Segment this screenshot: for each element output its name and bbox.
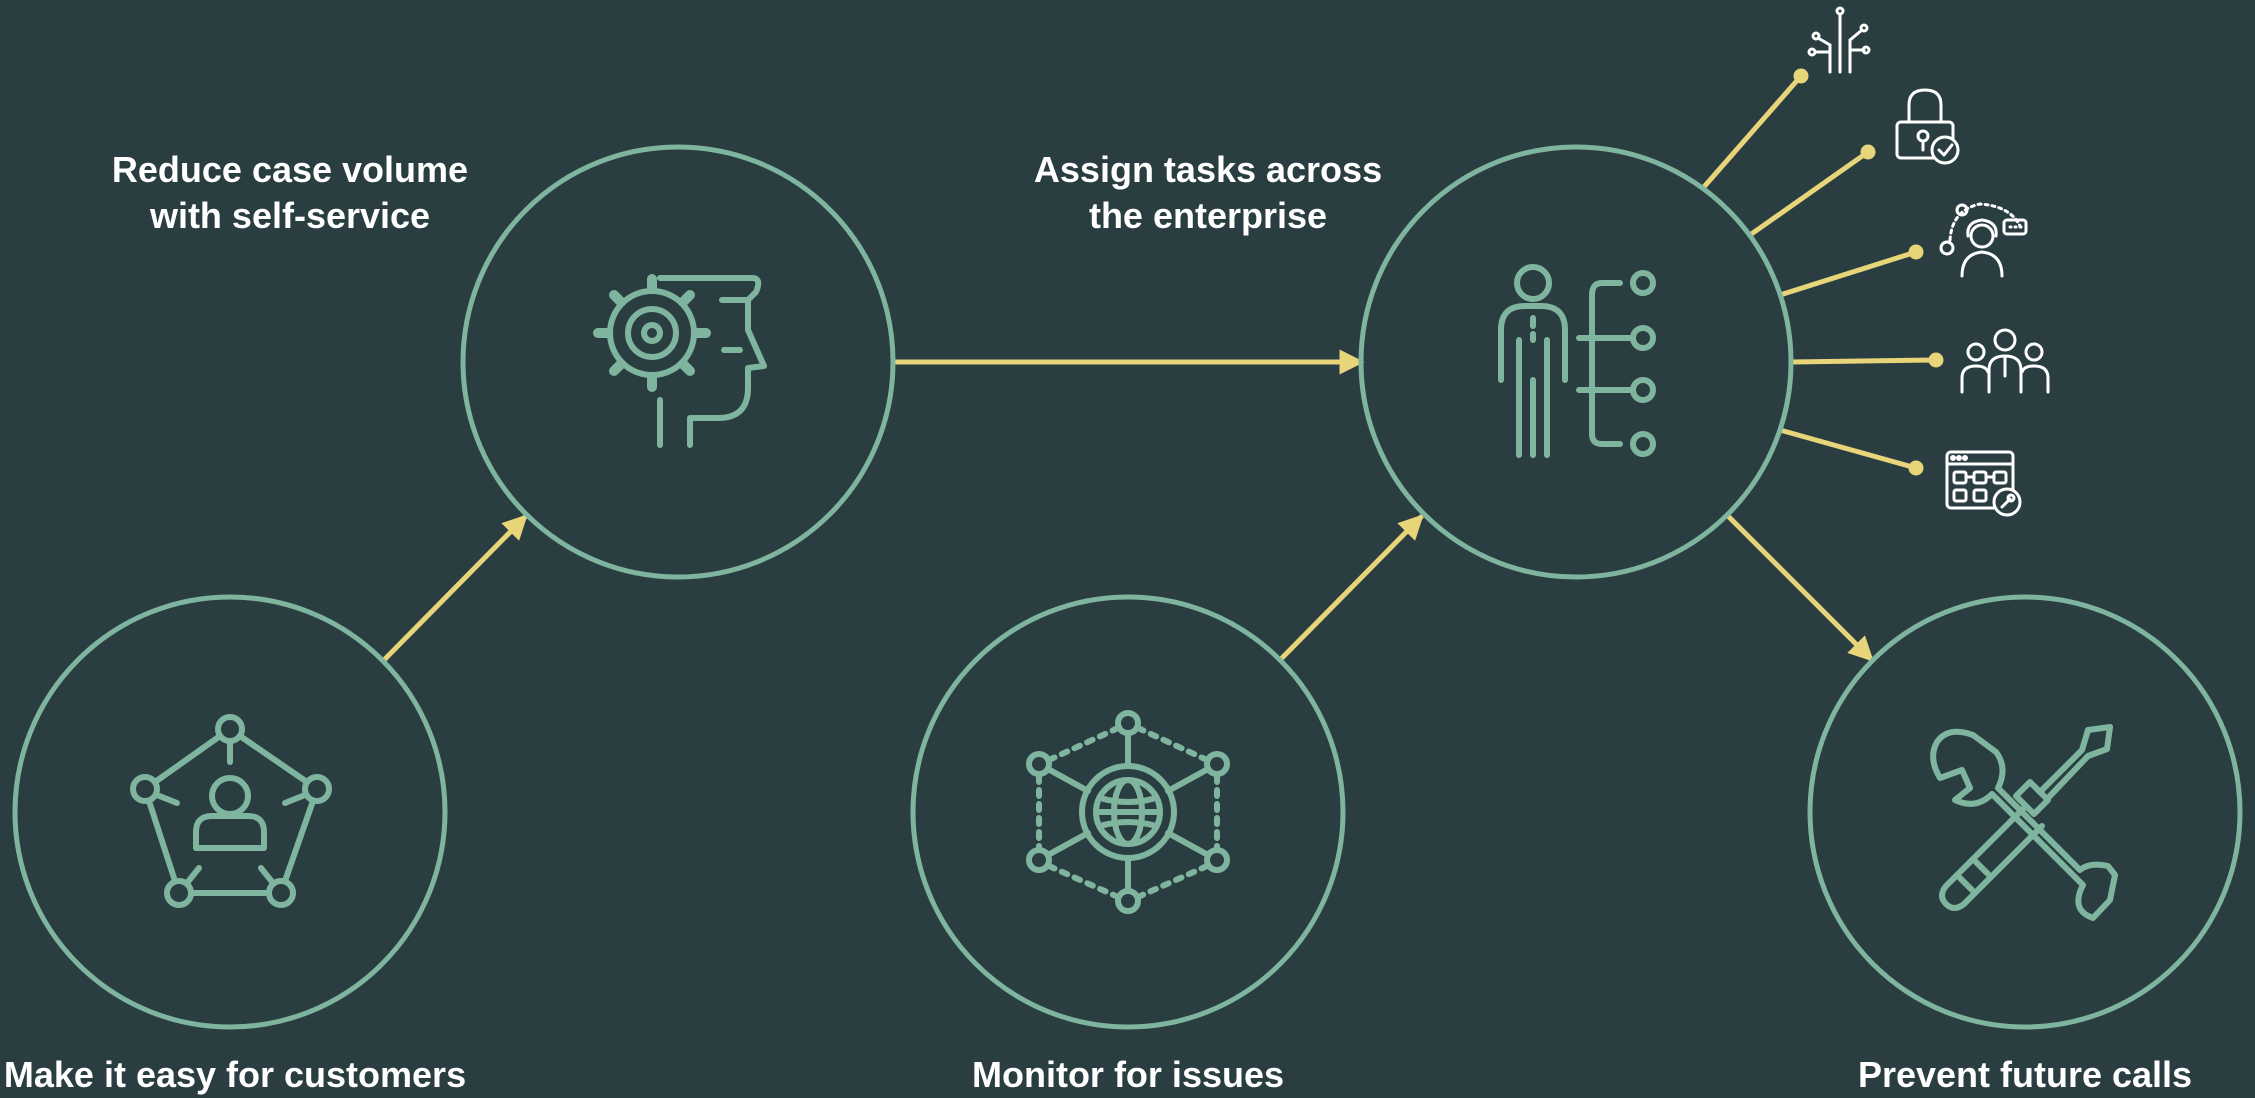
arrow-assign-to-prevent bbox=[1726, 514, 1874, 662]
customer-network-icon bbox=[130, 714, 332, 908]
circle-customers bbox=[12, 594, 448, 1030]
support-agent-icon bbox=[1939, 202, 2028, 278]
circuit-icon bbox=[1807, 6, 1871, 74]
label-reduce-line-2: with self-service bbox=[149, 195, 431, 236]
arrow-monitor-to-assign bbox=[1278, 514, 1424, 662]
label-assign-line-1: Assign tasks across bbox=[1033, 149, 1383, 190]
label-assign-line-2: the enterprise bbox=[1088, 195, 1328, 236]
spoke-team bbox=[1791, 352, 1944, 368]
label-make-it-easy: Make it easy for customers bbox=[3, 1054, 467, 1095]
arrow-customers-to-self-service bbox=[382, 514, 528, 662]
label-reduce-line-1: Reduce case volume bbox=[111, 149, 469, 190]
spoke-circuit bbox=[1701, 68, 1809, 190]
gear-head-icon bbox=[593, 274, 767, 448]
spoke-agent bbox=[1779, 244, 1924, 298]
circle-assign bbox=[1358, 144, 1794, 580]
spoke-padlock bbox=[1748, 144, 1876, 238]
person-hierarchy-icon bbox=[1498, 264, 1656, 458]
workflow-window-icon bbox=[1945, 450, 2022, 517]
team-icon bbox=[1960, 328, 2050, 394]
wrench-screwdriver-icon bbox=[1930, 724, 2118, 921]
circle-prevent bbox=[1807, 594, 2243, 1030]
label-reduce-case-volume: Reduce case volume with self-service bbox=[90, 147, 490, 239]
label-assign-tasks: Assign tasks across the enterprise bbox=[1008, 147, 1408, 239]
circle-self-service bbox=[460, 144, 896, 580]
spoke-workflow bbox=[1779, 427, 1924, 476]
label-monitor-for-issues: Monitor for issues bbox=[971, 1054, 1285, 1095]
circle-monitor bbox=[910, 594, 1346, 1030]
padlock-check-icon bbox=[1895, 88, 1960, 165]
globe-network-icon bbox=[1026, 710, 1230, 914]
label-prevent-future-calls: Prevent future calls bbox=[1857, 1054, 2193, 1095]
